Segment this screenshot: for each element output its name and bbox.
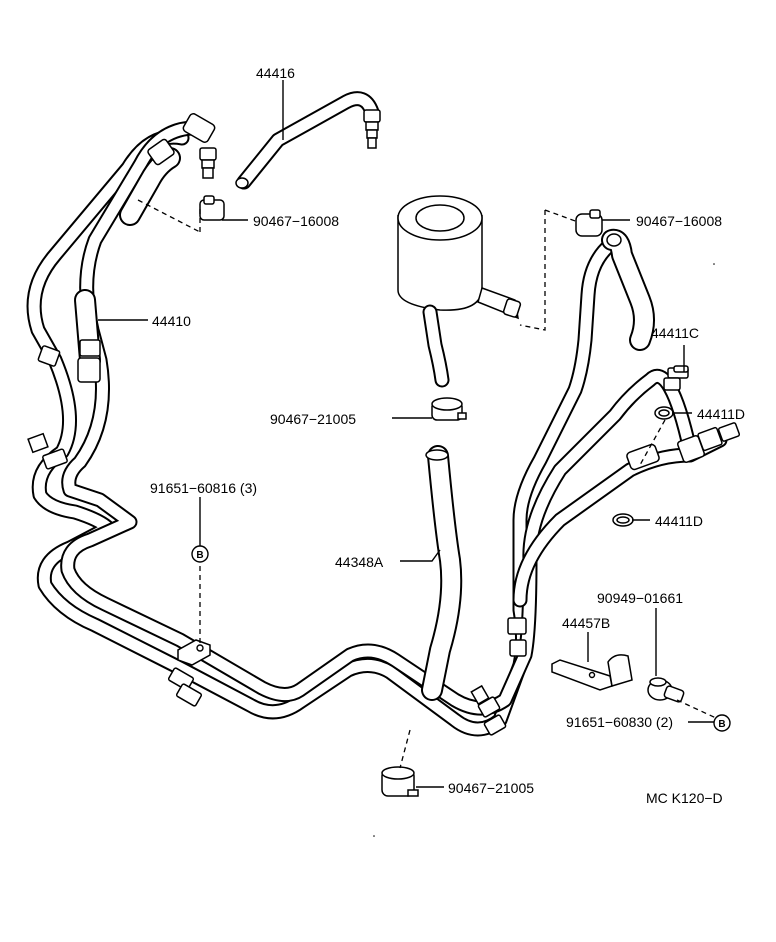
hose-clamp-90467-21005-mid: [431, 397, 467, 421]
bolt-mark-91651-60830: B: [713, 714, 731, 732]
return-hose-44416: [235, 91, 380, 190]
hose-fitting-right-top: [363, 109, 381, 149]
print-speck: [373, 835, 375, 837]
hose-clamp-90467-21005-bottom: [381, 766, 419, 797]
bracket-44457B: [551, 654, 633, 691]
clip-90467-16008-left: [199, 195, 225, 221]
print-speck: [713, 263, 715, 265]
hose-44410-sections: [37, 113, 216, 383]
suction-hose-44348A: [421, 445, 463, 701]
diagram-code: MC K120−D: [646, 790, 723, 806]
label-90949-01661: 90949−01661: [597, 590, 683, 606]
power-steering-reservoir: [397, 195, 522, 388]
hose-fitting-left-top: [199, 147, 217, 179]
label-91651-60830: 91651−60830 (2): [566, 714, 673, 730]
label-44410: 44410: [152, 313, 191, 329]
part-labels: 44416 90467−16008 44410 90467−16008 4441…: [150, 65, 745, 806]
gasket-44411D-top: [654, 406, 674, 420]
dashed-assembly-lines: [137, 199, 717, 769]
label-90467-21005-bottom: 90467−21005: [448, 780, 534, 796]
gasket-44411D-bottom: [612, 513, 634, 527]
label-90467-21005-mid: 90467−21005: [270, 411, 356, 427]
svg-text:B: B: [718, 719, 725, 730]
label-44457B: 44457B: [562, 615, 610, 631]
label-91651-60816: 91651−60816 (3): [150, 480, 257, 496]
pressure-hose-right: [601, 228, 655, 351]
label-44411C: 44411C: [651, 325, 699, 341]
label-44411D-top: 44411D: [697, 406, 745, 422]
clip-90467-16008-right: [575, 209, 603, 237]
clamp-90949-01661: [647, 677, 685, 703]
label-44411D-bottom: 44411D: [655, 513, 703, 529]
label-44416: 44416: [256, 65, 295, 81]
svg-text:B: B: [196, 550, 203, 561]
pipe-bracket-left: [177, 639, 211, 666]
label-90467-16008-right: 90467−16008: [636, 213, 722, 229]
label-90467-16008-left: 90467−16008: [253, 213, 339, 229]
bolt-mark-91651-60816: B: [191, 545, 209, 563]
union-fitting-44411C: [663, 365, 689, 391]
pressure-hose-fitting-right: [626, 422, 741, 471]
label-44348A: 44348A: [335, 554, 384, 570]
pipe-clamps: [27, 432, 527, 736]
leader-lines: [98, 80, 714, 788]
